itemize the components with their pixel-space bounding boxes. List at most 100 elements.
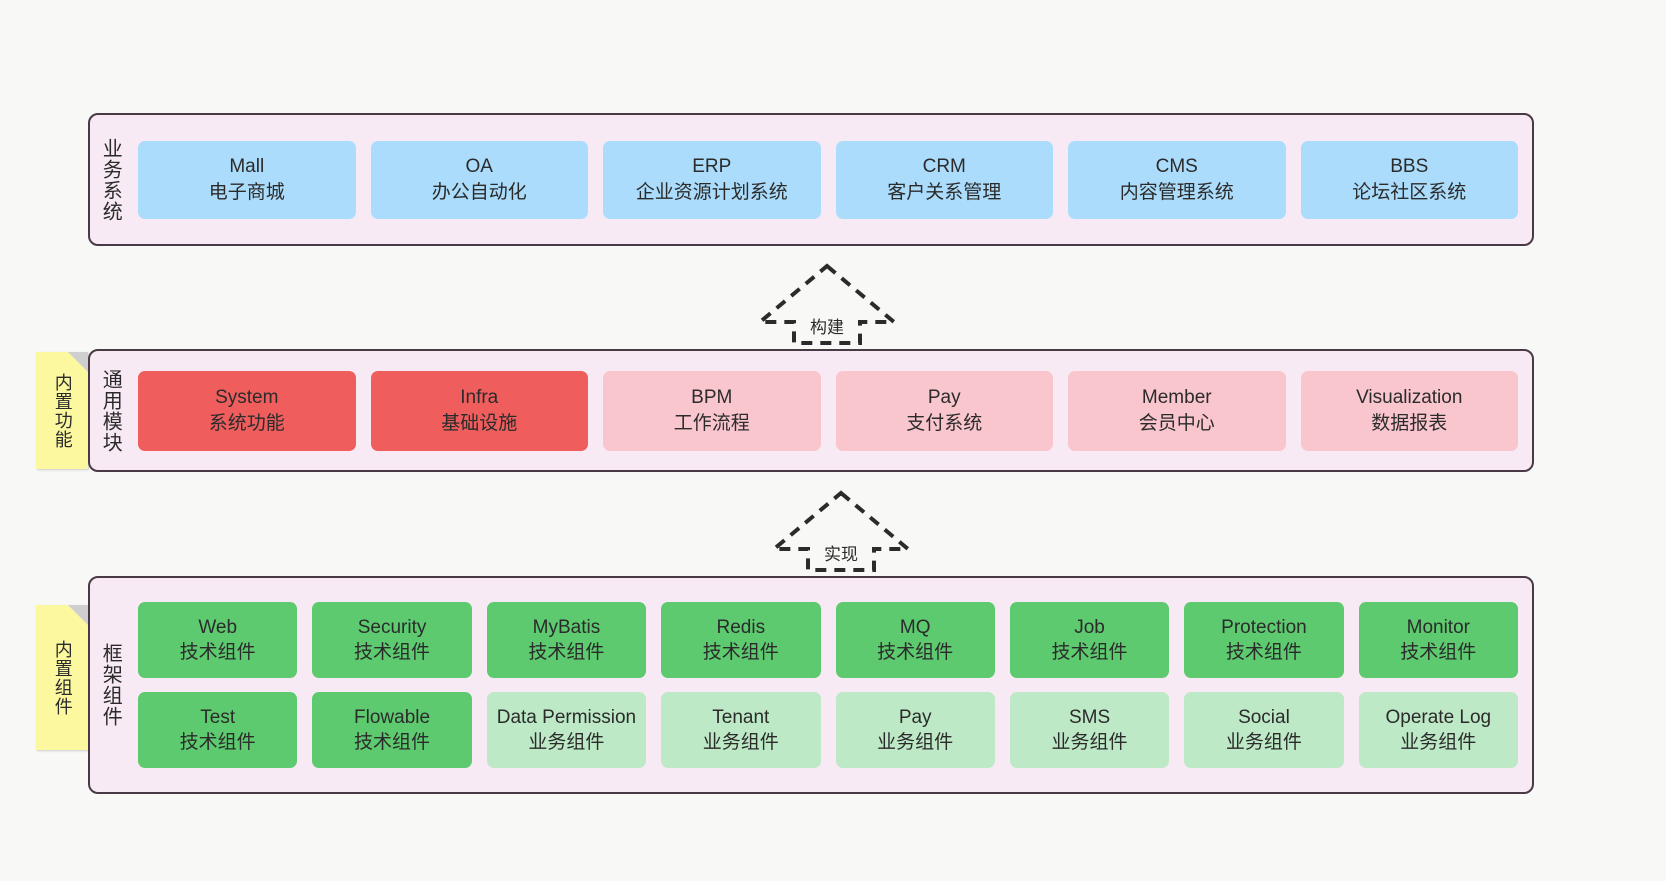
module-box-member[interactable]: Member 会员中心 [1068,370,1286,451]
component-box-monitor[interactable]: Monitor 技术组件 [1358,602,1518,678]
component-title: MQ [899,616,931,638]
business-components-row: Test 技术组件 Flowable 技术组件 Data Permission … [138,692,1518,768]
component-title: Social [1238,706,1290,728]
module-box-pay[interactable]: Pay 支付系统 [835,370,1053,451]
component-subtitle: 技术组件 [1400,642,1477,663]
tech-components-row: Web 技术组件 Security 技术组件 MyBatis 技术组件 Redi… [138,602,1518,678]
module-subtitle: 办公自动化 [431,181,527,203]
module-title: ERP [692,156,732,178]
component-subtitle: 业务组件 [702,732,779,753]
component-subtitle: 业务组件 [877,732,954,753]
fold-corner-icon [68,605,88,625]
module-box-mall[interactable]: Mall 电子商城 [138,140,356,219]
module-subtitle: 基础设施 [441,412,518,434]
component-subtitle: 业务组件 [1400,732,1477,753]
layer-body-common-modules: System 系统功能 Infra 基础设施 BPM 工作流程 Pay 支付系统… [130,351,1532,470]
layer-title-common-modules: 通用模块 [99,368,122,453]
component-title: MyBatis [532,616,601,638]
module-subtitle: 内容管理系统 [1119,181,1234,203]
layer-title-business-systems: 业务系统 [99,137,122,222]
component-title: Tenant [712,706,770,728]
module-subtitle: 会员中心 [1138,412,1215,434]
component-box-test[interactable]: Test 技术组件 [138,692,298,768]
layer-business-systems[interactable]: 业务系统 Mall 电子商城 OA 办公自动化 ERP 企业资源计划系统 CRM… [88,113,1534,246]
component-box-web[interactable]: Web 技术组件 [138,602,298,678]
component-title: Operate Log [1385,706,1492,728]
component-title: Redis [716,616,766,638]
module-subtitle: 系统功能 [208,412,285,434]
component-title: Data Permission [496,706,637,728]
fold-corner-icon [68,352,88,372]
module-title: Mall [229,156,265,178]
component-title: Protection [1221,616,1307,638]
build-arrow-shape [754,263,900,345]
module-subtitle: 论坛社区系统 [1352,181,1467,203]
module-box-crm[interactable]: CRM 客户关系管理 [835,140,1053,219]
component-title: Security [357,616,427,638]
implement-arrow: 实现 [768,490,914,573]
component-box-mybatis[interactable]: MyBatis 技术组件 [486,602,647,678]
component-box-redis[interactable]: Redis 技术组件 [661,602,821,678]
implement-arrow-shape [768,490,914,572]
component-box-data-permission[interactable]: Data Permission 业务组件 [486,692,647,768]
component-box-tenant[interactable]: Tenant 业务组件 [661,692,821,768]
component-subtitle: 技术组件 [1225,642,1302,663]
component-subtitle: 业务组件 [528,732,605,753]
component-subtitle: 技术组件 [528,642,605,663]
component-title: Web [198,616,238,638]
module-box-oa[interactable]: OA 办公自动化 [370,140,588,219]
module-subtitle: 客户关系管理 [887,181,1002,203]
module-box-erp[interactable]: ERP 企业资源计划系统 [603,140,821,219]
component-box-sms[interactable]: SMS 业务组件 [1009,692,1170,768]
component-box-social[interactable]: Social 业务组件 [1184,692,1344,768]
sticky-note-builtin-components[interactable]: 内置组件 [36,605,88,750]
module-box-system[interactable]: System 系统功能 [138,370,356,451]
component-subtitle: 技术组件 [877,642,954,663]
module-subtitle: 支付系统 [906,412,983,434]
component-box-mq[interactable]: MQ 技术组件 [835,602,995,678]
layer-body-business-systems: Mall 电子商城 OA 办公自动化 ERP 企业资源计划系统 CRM 客户关系… [130,115,1532,244]
module-title: CRM [922,156,966,178]
layer-body-framework-components: Web 技术组件 Security 技术组件 MyBatis 技术组件 Redi… [130,578,1532,792]
module-title: BPM [691,387,733,409]
implement-arrow-label: 实现 [822,540,860,565]
sticky-note-label: 内置功能 [52,372,73,449]
module-title: Visualization [1356,387,1463,409]
component-box-security[interactable]: Security 技术组件 [312,602,472,678]
module-title: Member [1141,387,1212,409]
component-title: Pay [898,706,932,728]
module-subtitle: 企业资源计划系统 [635,181,788,203]
module-box-visualization[interactable]: Visualization 数据报表 [1300,370,1518,451]
component-box-job[interactable]: Job 技术组件 [1009,602,1170,678]
layer-framework-components[interactable]: 框架组件 Web 技术组件 Security 技术组件 MyBatis 技术组件… [88,576,1534,794]
module-title: Pay [927,387,961,409]
component-title: Monitor [1406,616,1470,638]
component-box-operate-log[interactable]: Operate Log 业务组件 [1358,692,1518,768]
component-box-pay[interactable]: Pay 业务组件 [835,692,995,768]
module-box-bbs[interactable]: BBS 论坛社区系统 [1300,140,1518,219]
component-subtitle: 技术组件 [179,642,256,663]
component-title: Job [1074,616,1105,638]
module-box-bpm[interactable]: BPM 工作流程 [603,370,821,451]
module-title: CMS [1155,156,1198,178]
module-subtitle: 电子商城 [208,181,285,203]
module-box-cms[interactable]: CMS 内容管理系统 [1068,140,1286,219]
component-subtitle: 业务组件 [1051,732,1128,753]
module-subtitle: 数据报表 [1371,412,1448,434]
sticky-note-builtin-features[interactable]: 内置功能 [36,352,88,469]
component-title: Flowable [354,706,431,728]
build-arrow-label: 构建 [808,313,846,338]
module-box-infra[interactable]: Infra 基础设施 [370,370,588,451]
component-subtitle: 技术组件 [354,642,431,663]
module-title: Infra [460,387,499,409]
component-subtitle: 业务组件 [1225,732,1302,753]
layer-common-modules[interactable]: 通用模块 System 系统功能 Infra 基础设施 BPM 工作流程 Pay… [88,349,1534,472]
component-box-protection[interactable]: Protection 技术组件 [1184,602,1344,678]
component-subtitle: 技术组件 [354,732,431,753]
component-subtitle: 技术组件 [702,642,779,663]
component-box-flowable[interactable]: Flowable 技术组件 [312,692,472,768]
module-subtitle: 工作流程 [673,412,750,434]
sticky-note-label: 内置组件 [52,639,73,716]
layer-title-framework-components: 框架组件 [99,643,122,727]
